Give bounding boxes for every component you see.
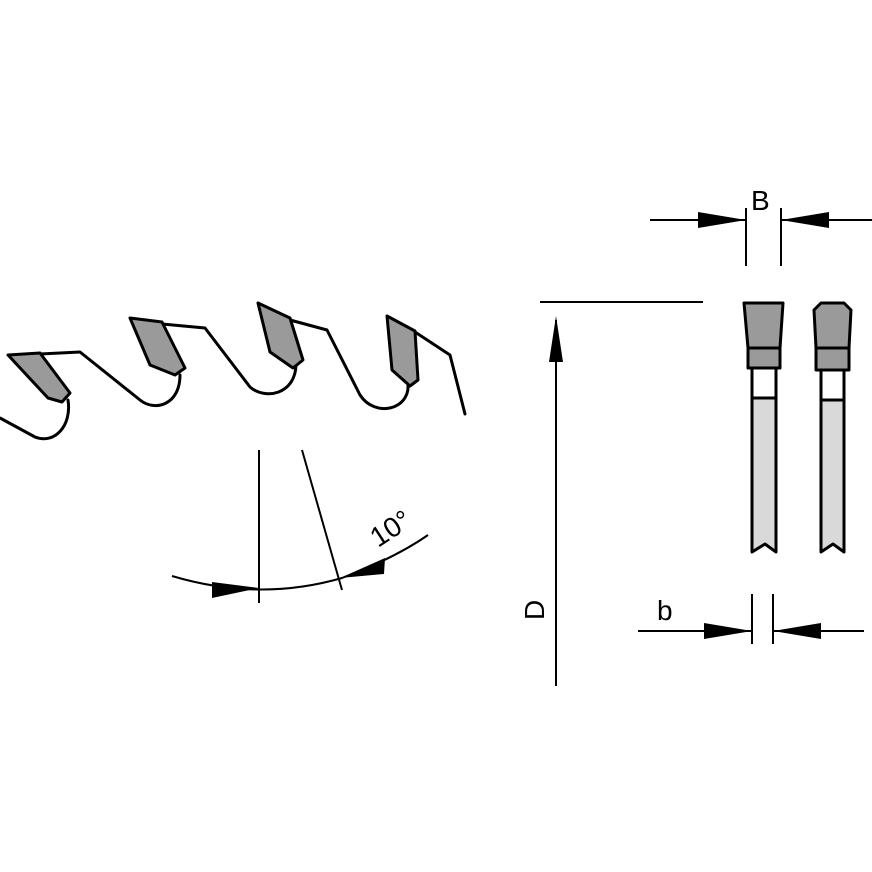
cross-section-trapezoid	[812, 301, 853, 554]
diameter-dimension	[540, 301, 703, 686]
cross-section-trap-neck	[819, 368, 846, 402]
tooth-1-tip	[6, 351, 72, 404]
kerf-arrows	[698, 212, 829, 228]
tooth-2-tip	[128, 316, 187, 377]
cross-section-flat-body	[750, 396, 778, 554]
diameter-label: D	[519, 600, 550, 620]
angle-tooth-face-line	[301, 449, 343, 591]
tooth-2-back	[160, 322, 298, 396]
body-arrow-left	[704, 623, 752, 639]
kerf-dimension	[650, 208, 872, 266]
tooth-4-tip	[385, 314, 420, 388]
angle-arrow-right	[340, 558, 385, 578]
tooth-4-back	[413, 330, 467, 416]
body-arrow-right	[773, 623, 821, 639]
tooth-1-back	[38, 350, 182, 408]
diameter-arrow	[549, 316, 563, 362]
angle-label: 10°	[364, 504, 416, 553]
tooth-1-gullet	[0, 398, 71, 441]
angle-arrow-left	[212, 582, 259, 598]
cross-section-trap-tip	[812, 301, 853, 372]
carbide-tips	[6, 301, 420, 404]
tooth-3-tip	[256, 301, 305, 370]
cross-section-flat-neck	[750, 366, 778, 400]
cross-section-trap-body	[819, 398, 846, 554]
tooth-3-back	[288, 318, 410, 411]
kerf-arrow-right	[781, 212, 829, 228]
angle-arrows	[212, 558, 385, 598]
kerf-label: B	[751, 185, 770, 216]
cross-section-flat	[742, 301, 785, 554]
kerf-arrow-left	[698, 212, 746, 228]
cross-section-flat-tip	[742, 301, 785, 370]
body-arrows	[704, 623, 821, 639]
saw-teeth-profile	[0, 318, 467, 441]
body-thickness-label: b	[657, 595, 673, 626]
